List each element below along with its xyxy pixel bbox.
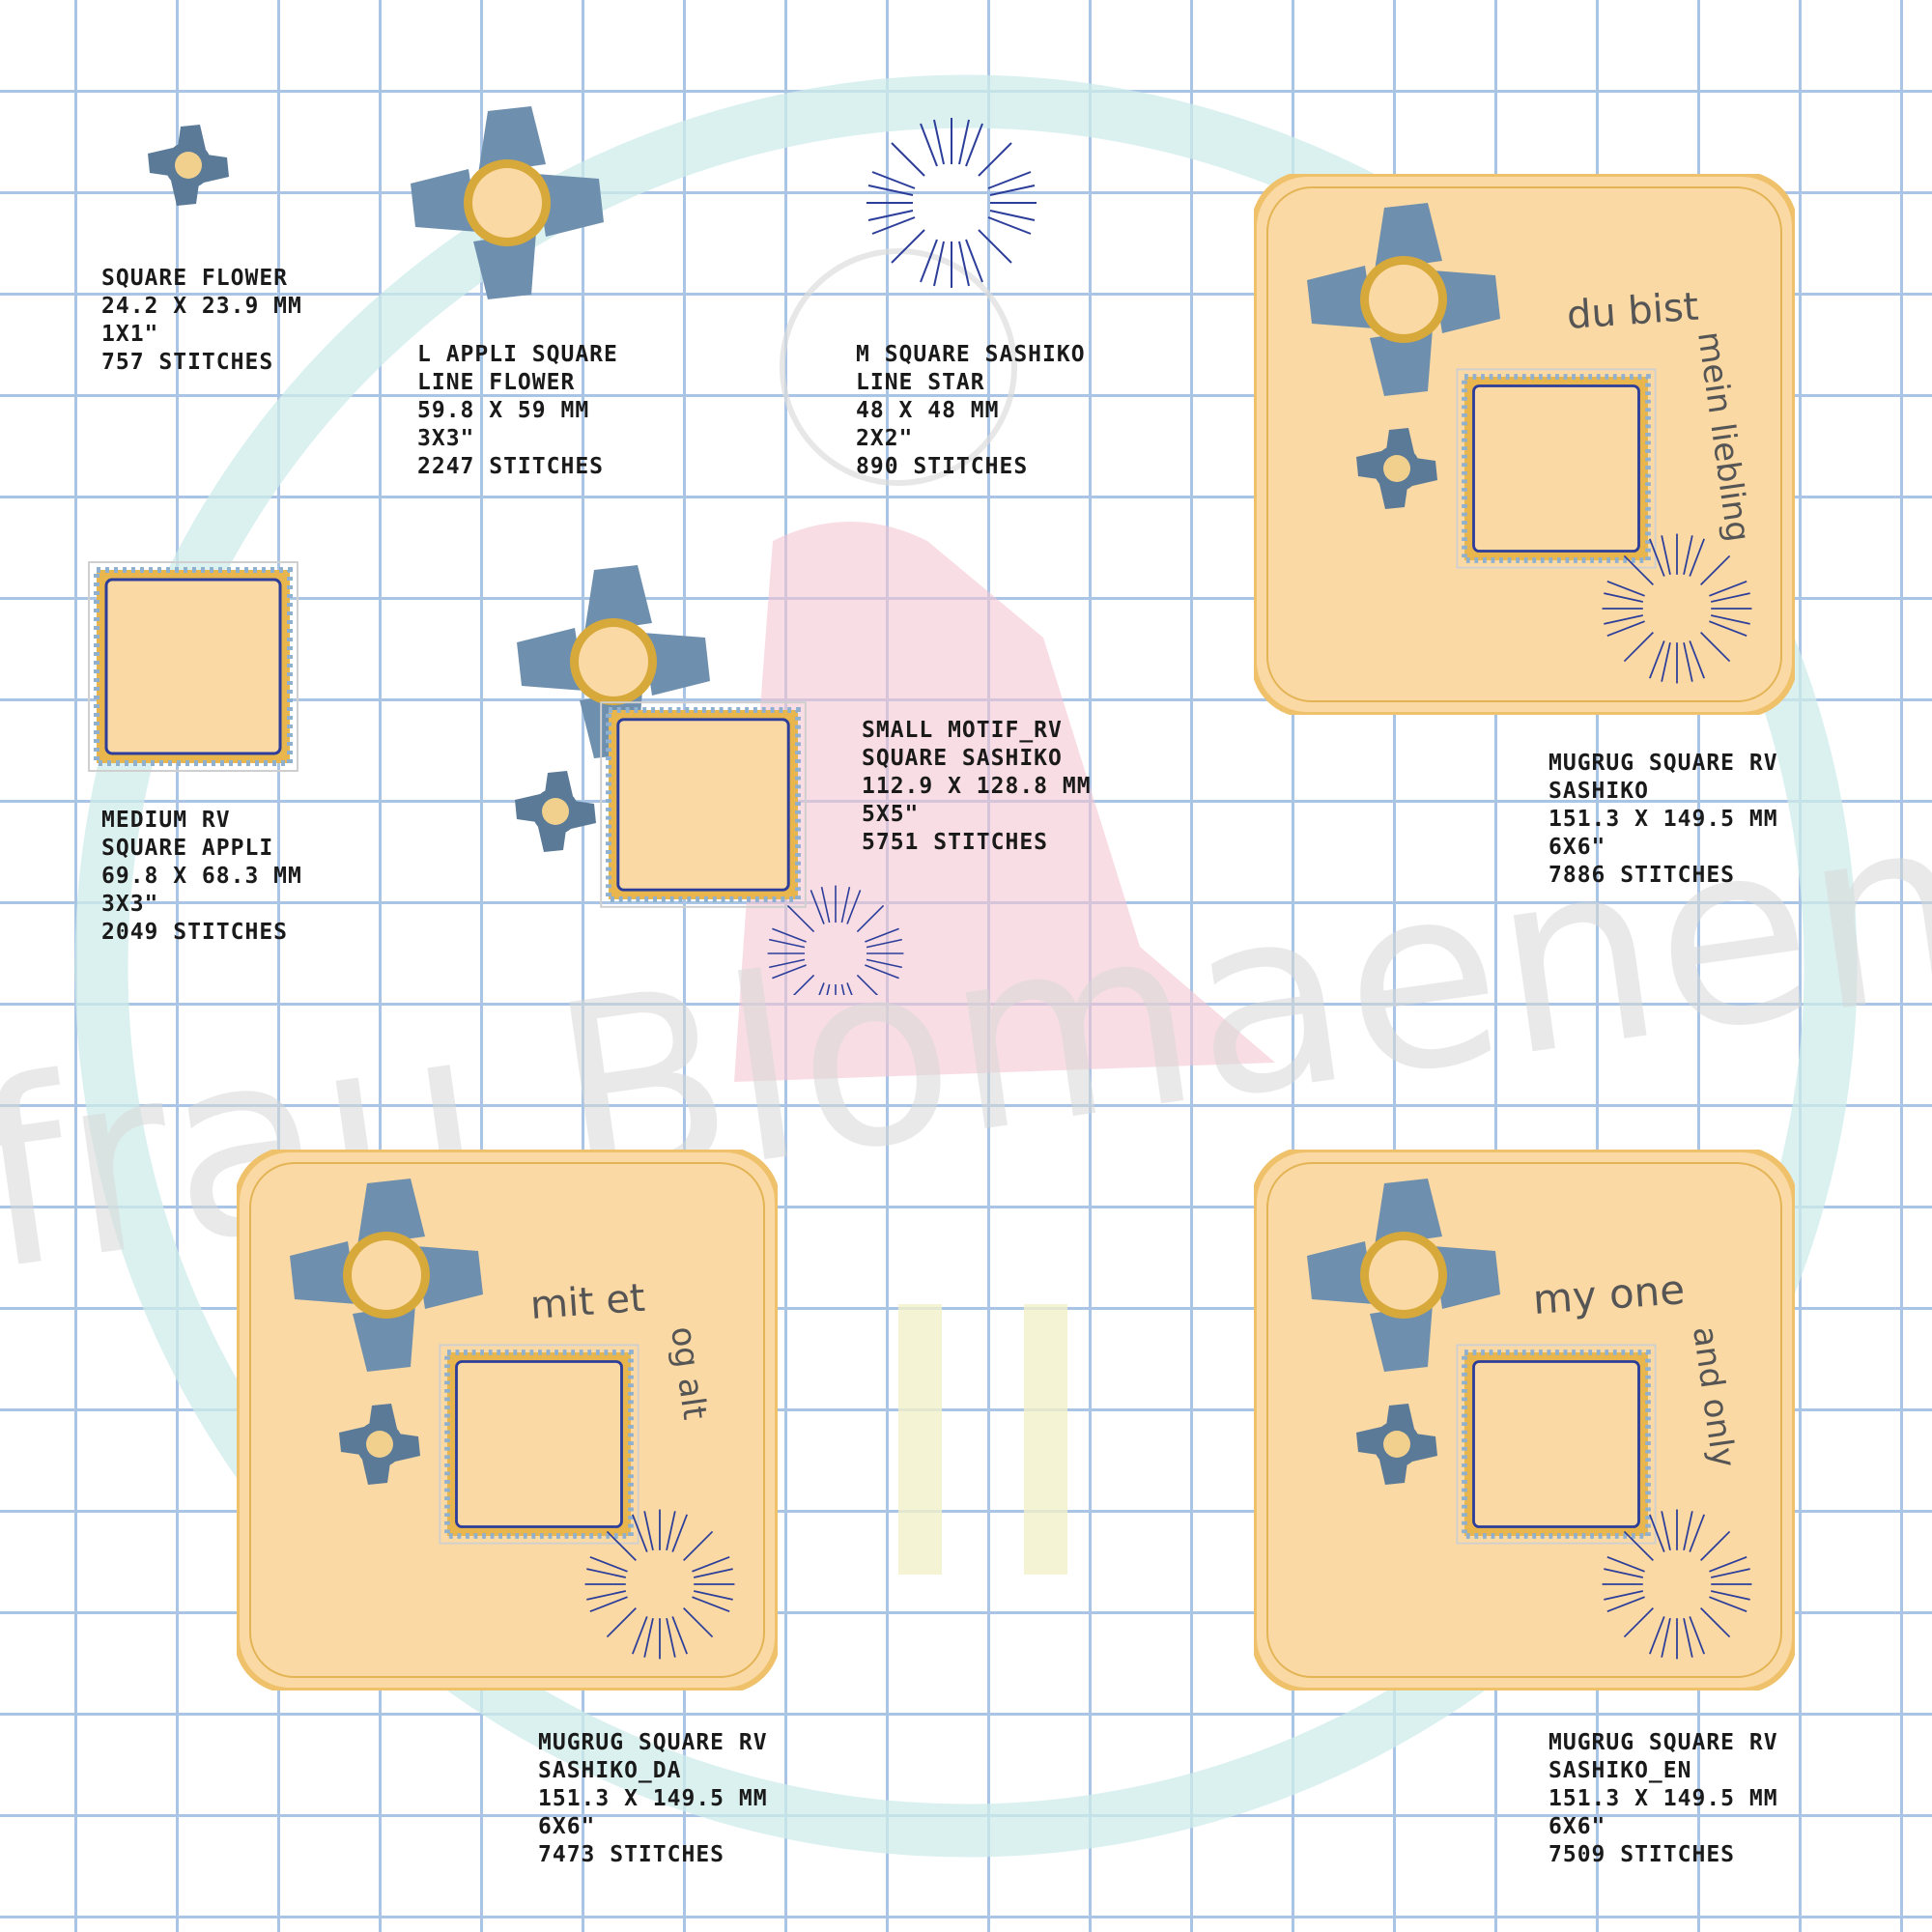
- mugrug-en-label: Mugrug Square RV Sashiko_EN 151.3 x 149.…: [1548, 1729, 1778, 1869]
- label-line: Square Appli: [101, 836, 274, 861]
- mugrug-top-text: mit et: [528, 1276, 646, 1328]
- label-line: 48 x 48 mm: [856, 398, 1000, 423]
- label-line: 6x6": [1548, 835, 1606, 860]
- label-line: 59.8 x 59 mm: [417, 398, 590, 423]
- label-line: Mugrug Square RV: [538, 1730, 768, 1755]
- label-line: M Square Sashiko: [856, 342, 1086, 367]
- label-line: Mugrug Square RV: [1548, 751, 1778, 776]
- label-line: 151.3 x 149.5 mm: [1548, 1786, 1778, 1811]
- label-line: 757 stitches: [101, 350, 274, 375]
- label-line: Mugrug Square RV: [1548, 1730, 1778, 1755]
- label-line: 151.3 x 149.5 mm: [538, 1786, 768, 1811]
- label-line: 6x6": [538, 1814, 596, 1839]
- label-line: 112.9 x 128.8 mm: [862, 774, 1092, 799]
- label-line: Square Flower: [101, 266, 289, 291]
- label-line: 2049 stitches: [101, 920, 289, 945]
- square-flower-label: Square Flower 24.2 x 23.9 mm 1x1" 757 st…: [101, 265, 302, 377]
- line-flower-label: L appli Square Line Flower 59.8 x 59 mm …: [417, 341, 618, 481]
- label-line: 7473 stitches: [538, 1842, 725, 1867]
- line-flower-design: [411, 106, 604, 299]
- label-line: 69.8 x 68.3 mm: [101, 864, 302, 889]
- label-line: 3x3": [417, 426, 475, 451]
- label-line: Medium RV: [101, 808, 231, 833]
- line-star-design: [866, 117, 1037, 289]
- mugrug-de-label: Mugrug Square RV Sashiko 151.3 x 149.5 m…: [1548, 750, 1778, 890]
- mugrug-top-text: my one: [1531, 1265, 1686, 1323]
- label-line: Square Sashiko: [862, 746, 1063, 771]
- square-appli-design: [72, 546, 314, 787]
- label-line: 24.2 x 23.9 mm: [101, 294, 302, 319]
- label-line: Line Star: [856, 370, 985, 395]
- mugrug-en-design: my one and only: [1254, 1150, 1795, 1690]
- label-line: 151.3 x 149.5 mm: [1548, 807, 1778, 832]
- label-line: 890 stitches: [856, 454, 1029, 479]
- label-line: Line Flower: [417, 370, 576, 395]
- label-line: 7886 stitches: [1548, 863, 1736, 888]
- label-line: Sashiko_DA: [538, 1758, 682, 1783]
- label-line: 2x2": [856, 426, 914, 451]
- mugrug-top-text: du bist: [1565, 285, 1699, 338]
- mugrug-de-design: du bist mein liebling: [1254, 174, 1795, 715]
- label-line: 7509 stitches: [1548, 1842, 1736, 1867]
- label-line: L appli Square: [417, 342, 618, 367]
- small-motif-design: [515, 565, 905, 995]
- label-line: Sashiko: [1548, 779, 1649, 804]
- line-star-label: M Square Sashiko Line Star 48 x 48 mm 2x…: [856, 341, 1086, 481]
- mugrug-da-design: mit et og alt: [237, 1150, 778, 1690]
- label-line: Sashiko_EN: [1548, 1758, 1692, 1783]
- label-line: 1x1": [101, 322, 159, 347]
- square-appli-label: Medium RV Square Appli 69.8 x 68.3 mm 3x…: [101, 807, 302, 947]
- square-flower-design: [148, 125, 229, 206]
- label-line: 3x3": [101, 892, 159, 917]
- label-line: 5751 stitches: [862, 830, 1049, 855]
- mugrug-da-label: Mugrug Square RV Sashiko_DA 151.3 x 149.…: [538, 1729, 768, 1869]
- label-line: Small Motif_RV: [862, 718, 1063, 743]
- small-motif-label: Small Motif_RV Square Sashiko 112.9 x 12…: [862, 717, 1092, 857]
- label-line: 6x6": [1548, 1814, 1606, 1839]
- label-line: 5x5": [862, 802, 920, 827]
- label-line: 2247 stitches: [417, 454, 605, 479]
